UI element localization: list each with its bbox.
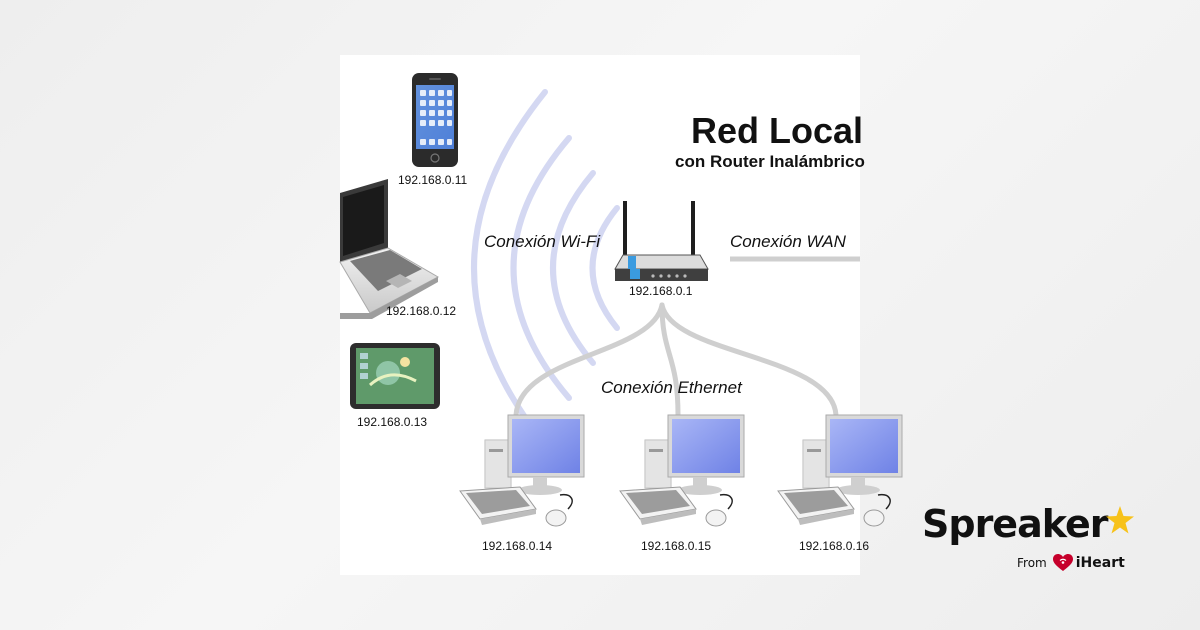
router-icon: [614, 201, 709, 281]
wan-connection-label: Conexión WAN: [730, 232, 847, 251]
iheart-heart-icon: [1052, 554, 1073, 571]
diagram-subtitle: con Router Inalámbrico: [675, 152, 865, 171]
desktop-pc-ip: 192.168.0.14: [482, 539, 552, 553]
brand-name: Spreaker: [922, 502, 1108, 546]
network-diagram: Red Local con Router Inalámbrico Conexió…: [339, 73, 903, 553]
laptop-icon: [339, 179, 440, 319]
desktop-pc-ip: 192.168.0.15: [641, 539, 711, 553]
tablet-ip: 192.168.0.13: [357, 415, 427, 429]
diagram-card: Red Local con Router Inalámbrico Conexió…: [339, 55, 903, 575]
ethernet-connection-label: Conexión Ethernet: [601, 378, 743, 397]
wifi-waves: [471, 89, 620, 447]
tablet-icon: [350, 343, 440, 409]
desktop-pc-ip: 192.168.0.16: [799, 539, 869, 553]
smartphone-ip: 192.168.0.11: [398, 173, 468, 187]
wifi-connection-label: Conexión Wi-Fi: [484, 232, 601, 251]
desktop-pc-icon: [459, 414, 585, 527]
router-ip: 192.168.0.1: [629, 284, 693, 298]
from-label: From: [1017, 556, 1047, 570]
ethernet-links: [513, 302, 839, 418]
star-icon: [1106, 506, 1134, 534]
laptop-ip: 192.168.0.12: [386, 304, 456, 318]
spreaker-logo[interactable]: Spreaker From iHeart: [922, 505, 1142, 575]
desktop-pc-icon: [619, 414, 745, 527]
smartphone-icon: [412, 73, 458, 167]
desktop-pc-icon: [777, 414, 903, 527]
iheart-label: iHeart: [1075, 555, 1125, 571]
brand-attribution: From iHeart: [1017, 553, 1125, 573]
diagram-title: Red Local: [691, 110, 863, 151]
